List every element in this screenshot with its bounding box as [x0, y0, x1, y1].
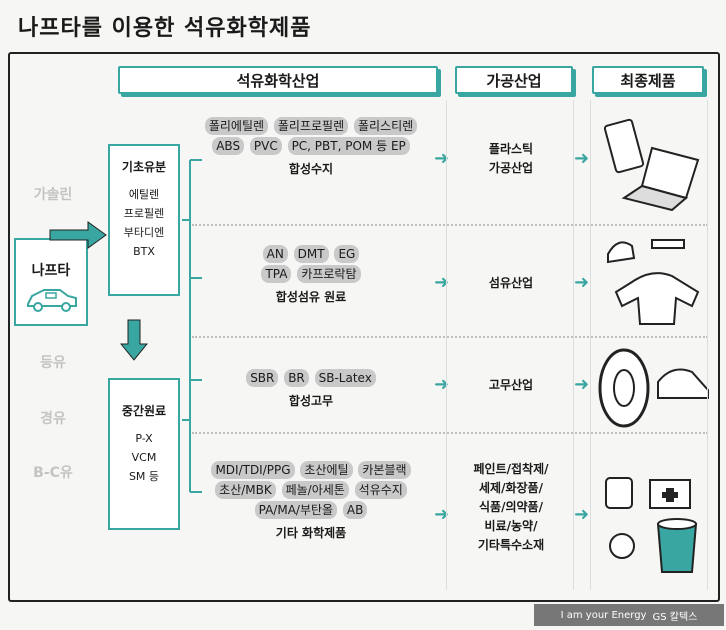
tag: 폴리에틸렌 [204, 117, 269, 135]
tag: PC, PBT, POM 등 EP [287, 137, 410, 155]
header-processing: 가공산업 [455, 66, 573, 94]
intermediate-item: VCM [131, 451, 157, 464]
final-column [590, 100, 708, 590]
fuel-diesel: 경유 [40, 411, 66, 427]
row-divider [192, 432, 708, 434]
tag: SB-Latex [314, 369, 376, 387]
basic-item: 부타디엔 [123, 226, 165, 239]
row-resin-tags: 폴리에틸렌 폴리프로필렌 폴리스티렌 ABS PVC PC, PBT, POM … [200, 116, 422, 178]
page-title: 나프타를 이용한 석유화학제품 [18, 16, 312, 41]
tag: SBR [246, 369, 279, 387]
basic-item: 프로필렌 [123, 207, 165, 220]
chemical-products-icon [605, 477, 698, 573]
arrow-small-icon: ➜ [574, 374, 590, 395]
arrow-small-icon: ➜ [434, 504, 450, 525]
basic-item: BTX [133, 245, 155, 258]
industry-line: 기타특수소재 [477, 538, 545, 552]
tag: MDI/TDI/PPG [211, 461, 295, 479]
tag: 초산/MBK [215, 481, 276, 499]
arrow-small-icon: ➜ [434, 272, 450, 293]
industry-line: 가공산업 [488, 161, 534, 175]
tag: 폴리프로필렌 [273, 117, 349, 135]
bracket-connector [182, 159, 202, 493]
tag: PVC [249, 137, 282, 155]
arrow-small-icon: ➜ [574, 272, 590, 293]
basic-box: 기초유분 에틸렌 프로필렌 부타디엔 BTX [108, 144, 180, 296]
laptop-phone-icon [603, 118, 700, 212]
intermediate-item: SM 등 [128, 470, 160, 483]
brand-company: GS 칼텍스 [652, 611, 698, 623]
arrow-small-icon: ➜ [574, 148, 590, 169]
row-result: 합성수지 [288, 162, 334, 176]
industry-line: 세제/화장품/ [479, 481, 543, 495]
arrow-small-icon: ➜ [574, 504, 590, 525]
row-other-tags: MDI/TDI/PPG 초산에틸 카본블랙 초산/MBK 페놀/아세톤 석유수지… [200, 460, 422, 542]
arrow-down-icon [120, 319, 148, 361]
brand-footer: I am your Energy GS 칼텍스 [534, 604, 724, 626]
industry-line: 플라스틱 [488, 142, 534, 156]
row-industry: 플라스틱 가공산업 [450, 140, 572, 178]
tag: DMT [293, 245, 329, 263]
basic-title: 기초유분 [121, 160, 167, 174]
industry-line: 식품/의약품/ [479, 500, 543, 514]
tag: BR [284, 369, 309, 387]
tag: PA/MA/부탄올 [254, 501, 338, 519]
header-petrochem: 석유화학산업 [118, 66, 438, 94]
industry-line: 섬유산업 [488, 276, 534, 290]
header-final: 최종제품 [592, 66, 704, 94]
intermediate-title: 중간원료 [121, 404, 167, 418]
fuel-bc-oil: B-C유 [33, 465, 73, 481]
arrow-right-icon [49, 221, 107, 249]
tag: EG [334, 245, 360, 263]
row-industry: 섬유산업 [450, 274, 572, 293]
tag: TPA [261, 265, 292, 283]
car-icon [27, 289, 77, 312]
fuel-gasoline: 가솔린 [33, 187, 73, 203]
intermediate-box: 중간원료 P-X VCM SM 등 [108, 378, 180, 530]
tag: 카프로락탐 [297, 265, 361, 283]
processing-column [446, 100, 574, 590]
diagram-frame [8, 52, 720, 602]
row-result: 기타 화학제품 [275, 526, 347, 540]
tag: 카본블랙 [358, 461, 411, 479]
row-divider [192, 224, 708, 226]
brand-slogan: I am your Energy [560, 609, 647, 621]
naphtha-box: 나프타 [14, 238, 88, 326]
tag: 석유수지 [354, 481, 407, 499]
arrow-small-icon: ➜ [434, 148, 450, 169]
tag: 페놀/아세톤 [281, 481, 349, 499]
row-result: 합성섬유 원료 [275, 290, 347, 304]
industry-line: 고무산업 [488, 378, 534, 392]
row-industry: 고무산업 [450, 376, 572, 395]
tire-shoe-icon [598, 348, 709, 428]
basic-item: 에틸렌 [128, 188, 160, 201]
clothing-icon [607, 239, 700, 325]
naphtha-label: 나프타 [31, 263, 71, 279]
intermediate-item: P-X [135, 432, 153, 445]
row-divider [192, 336, 708, 338]
tag: AB [342, 501, 368, 519]
tag: ABS [212, 137, 245, 155]
tag: 초산에틸 [300, 461, 353, 479]
fuel-kerosene: 등유 [40, 355, 66, 371]
tag: 폴리스티렌 [353, 117, 418, 135]
industry-line: 비료/농약/ [484, 519, 538, 533]
row-rubber-tags: SBR BR SB-Latex 합성고무 [200, 368, 422, 410]
row-industry: 페인트/접착제/ 세제/화장품/ 식품/의약품/ 비료/농약/ 기타특수소재 [450, 460, 572, 555]
row-fiber-tags: AN DMT EG TPA 카프로락탐 합성섬유 원료 [200, 244, 422, 306]
tag: AN [262, 245, 288, 263]
arrow-small-icon: ➜ [434, 374, 450, 395]
row-result: 합성고무 [288, 394, 334, 408]
industry-line: 페인트/접착제/ [473, 462, 549, 476]
